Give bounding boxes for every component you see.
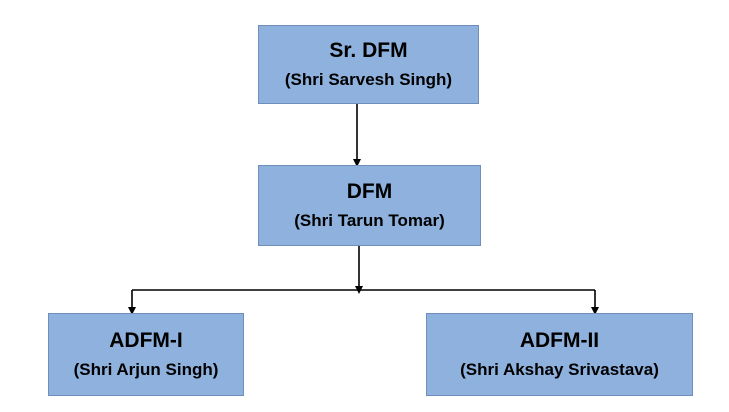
node-adfm-ii: ADFM-II (Shri Akshay Srivastava) [426, 313, 693, 396]
node-person-name: (Shri Arjun Singh) [73, 359, 219, 379]
node-person-name: (Shri Tarun Tomar) [294, 210, 445, 230]
node-sr-dfm: Sr. DFM (Shri Sarvesh Singh) [258, 25, 479, 104]
node-title: ADFM-I [109, 328, 183, 352]
node-person-name: (Shri Sarvesh Singh) [284, 69, 453, 89]
node-dfm: DFM (Shri Tarun Tomar) [258, 165, 481, 246]
node-person-name: (Shri Akshay Srivastava) [460, 359, 659, 379]
node-title: Sr. DFM [329, 38, 408, 62]
node-title: DFM [346, 179, 393, 203]
node-adfm-i: ADFM-I (Shri Arjun Singh) [48, 313, 244, 396]
node-title: ADFM-II [519, 328, 600, 352]
